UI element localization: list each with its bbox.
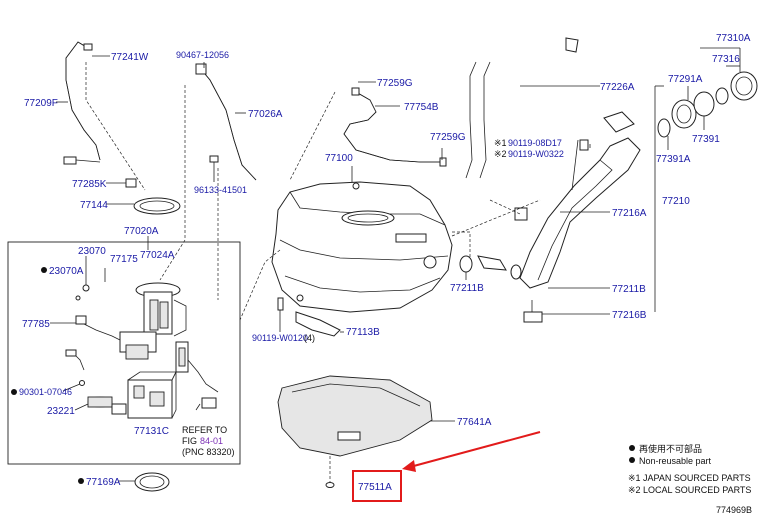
hose-77209f-drawing bbox=[63, 41, 101, 165]
label-77100[interactable]: 77100 bbox=[325, 153, 353, 164]
label-77310a[interactable]: 77310A bbox=[716, 33, 751, 44]
bracket-77113b-drawing bbox=[295, 311, 344, 337]
label-77020a[interactable]: 77020A bbox=[124, 226, 159, 237]
label-90119-w0120[interactable]: 90119-W0120 bbox=[252, 333, 308, 343]
gasket-77144-drawing bbox=[133, 197, 181, 215]
label-77754b[interactable]: 77754B bbox=[404, 102, 439, 113]
label-77169a[interactable]: 77169A bbox=[86, 477, 121, 488]
label-90301-07046[interactable]: 90301-07046 bbox=[19, 387, 72, 397]
refer-fig-link[interactable]: 84-01 bbox=[200, 436, 223, 446]
non-reusable-dot-77169a bbox=[78, 478, 84, 484]
label-77209f[interactable]: 77209F bbox=[24, 98, 58, 109]
fuel-tank-77100-drawing bbox=[271, 181, 453, 313]
label-77511a[interactable]: 77511A bbox=[358, 482, 392, 493]
label-77024a[interactable]: 77024A bbox=[140, 250, 175, 261]
non-reusable-dot-23070a bbox=[41, 267, 47, 273]
label-77641a[interactable]: 77641A bbox=[457, 417, 492, 428]
label-23221[interactable]: 23221 bbox=[47, 406, 75, 417]
non-reusable-dot-90301 bbox=[11, 389, 17, 395]
leader-lines bbox=[50, 47, 741, 422]
legend: 再使用不可部品 Non-reusable part ※1 JAPAN SOURC… bbox=[628, 443, 752, 515]
label-77285k[interactable]: 77285K bbox=[72, 179, 107, 190]
part-labels: 77241W 77209F 90467-12056 77026A 96133-4… bbox=[11, 33, 751, 493]
legend-jp-non-reusable: 再使用不可部品 bbox=[639, 443, 702, 454]
clip-77285k-drawing bbox=[125, 178, 137, 188]
label-77210[interactable]: 77210 bbox=[662, 196, 690, 207]
label-77175[interactable]: 77175 bbox=[110, 254, 138, 265]
highlight-box-77511a bbox=[352, 470, 402, 502]
label-77131c[interactable]: 77131C bbox=[134, 426, 169, 437]
fuel-pump-module-drawing bbox=[65, 282, 219, 419]
refer-to-text: REFER TO bbox=[182, 425, 227, 435]
hose-77026a-drawing bbox=[195, 63, 257, 181]
label-77241w[interactable]: 77241W bbox=[111, 52, 149, 63]
label-90119-08d17[interactable]: 90119-08D17 bbox=[508, 138, 562, 148]
fuel-cap-77300-drawing bbox=[657, 71, 758, 138]
label-90467-12056[interactable]: 90467-12056 bbox=[176, 50, 229, 60]
label-77211b-right[interactable]: 77211B bbox=[612, 284, 646, 295]
hose-77211b-drawing bbox=[459, 255, 522, 280]
legend-dot-2 bbox=[629, 457, 635, 463]
protector-77641a-drawing bbox=[277, 375, 433, 488]
legend-local-sourced: ※2 LOCAL SOURCED PARTS bbox=[628, 485, 751, 495]
highlight-arrow bbox=[402, 431, 541, 472]
label-77259g-mid[interactable]: 77259G bbox=[430, 132, 466, 143]
legend-japan-sourced: ※1 JAPAN SOURCED PARTS bbox=[628, 473, 751, 483]
label-77113b[interactable]: 77113B bbox=[346, 327, 380, 338]
note1-mark: ※1 bbox=[494, 138, 507, 148]
label-77291a[interactable]: 77291A bbox=[668, 74, 703, 85]
refer-fig-text: FIG bbox=[182, 436, 197, 446]
label-77259g-top[interactable]: 77259G bbox=[377, 78, 413, 89]
label-77216a[interactable]: 77216A bbox=[612, 208, 647, 219]
label-77211b-left[interactable]: 77211B bbox=[450, 283, 484, 294]
label-77785[interactable]: 77785 bbox=[22, 319, 50, 330]
label-77316[interactable]: 77316 bbox=[712, 54, 740, 65]
legend-dot-1 bbox=[629, 445, 635, 451]
label-77144[interactable]: 77144 bbox=[80, 200, 108, 211]
note2-mark: ※2 bbox=[494, 149, 507, 159]
label-96133-41501[interactable]: 96133-41501 bbox=[194, 185, 247, 195]
label-77391a[interactable]: 77391A bbox=[656, 154, 691, 165]
label-23070a[interactable]: 23070A bbox=[49, 266, 84, 277]
pump-module-box bbox=[7, 241, 241, 465]
label-77026a[interactable]: 77026A bbox=[248, 109, 283, 120]
figure-id: 774969B bbox=[716, 505, 752, 515]
label-77226a[interactable]: 77226A bbox=[600, 82, 635, 93]
refer-pnc-text: (PNC 83320) bbox=[182, 447, 235, 457]
label-77216b[interactable]: 77216B bbox=[612, 310, 647, 321]
legend-non-reusable: Non-reusable part bbox=[639, 456, 712, 466]
bolt-90119-drawing bbox=[277, 297, 284, 311]
label-90119-w0322[interactable]: 90119-W0322 bbox=[508, 149, 564, 159]
label-77391[interactable]: 77391 bbox=[692, 134, 720, 145]
label-23070[interactable]: 23070 bbox=[78, 246, 106, 257]
hose-77754b-drawing bbox=[343, 87, 447, 167]
filler-pipe-77201-drawing bbox=[465, 37, 641, 323]
label-90119-w0120-qty: (4) bbox=[304, 333, 315, 343]
